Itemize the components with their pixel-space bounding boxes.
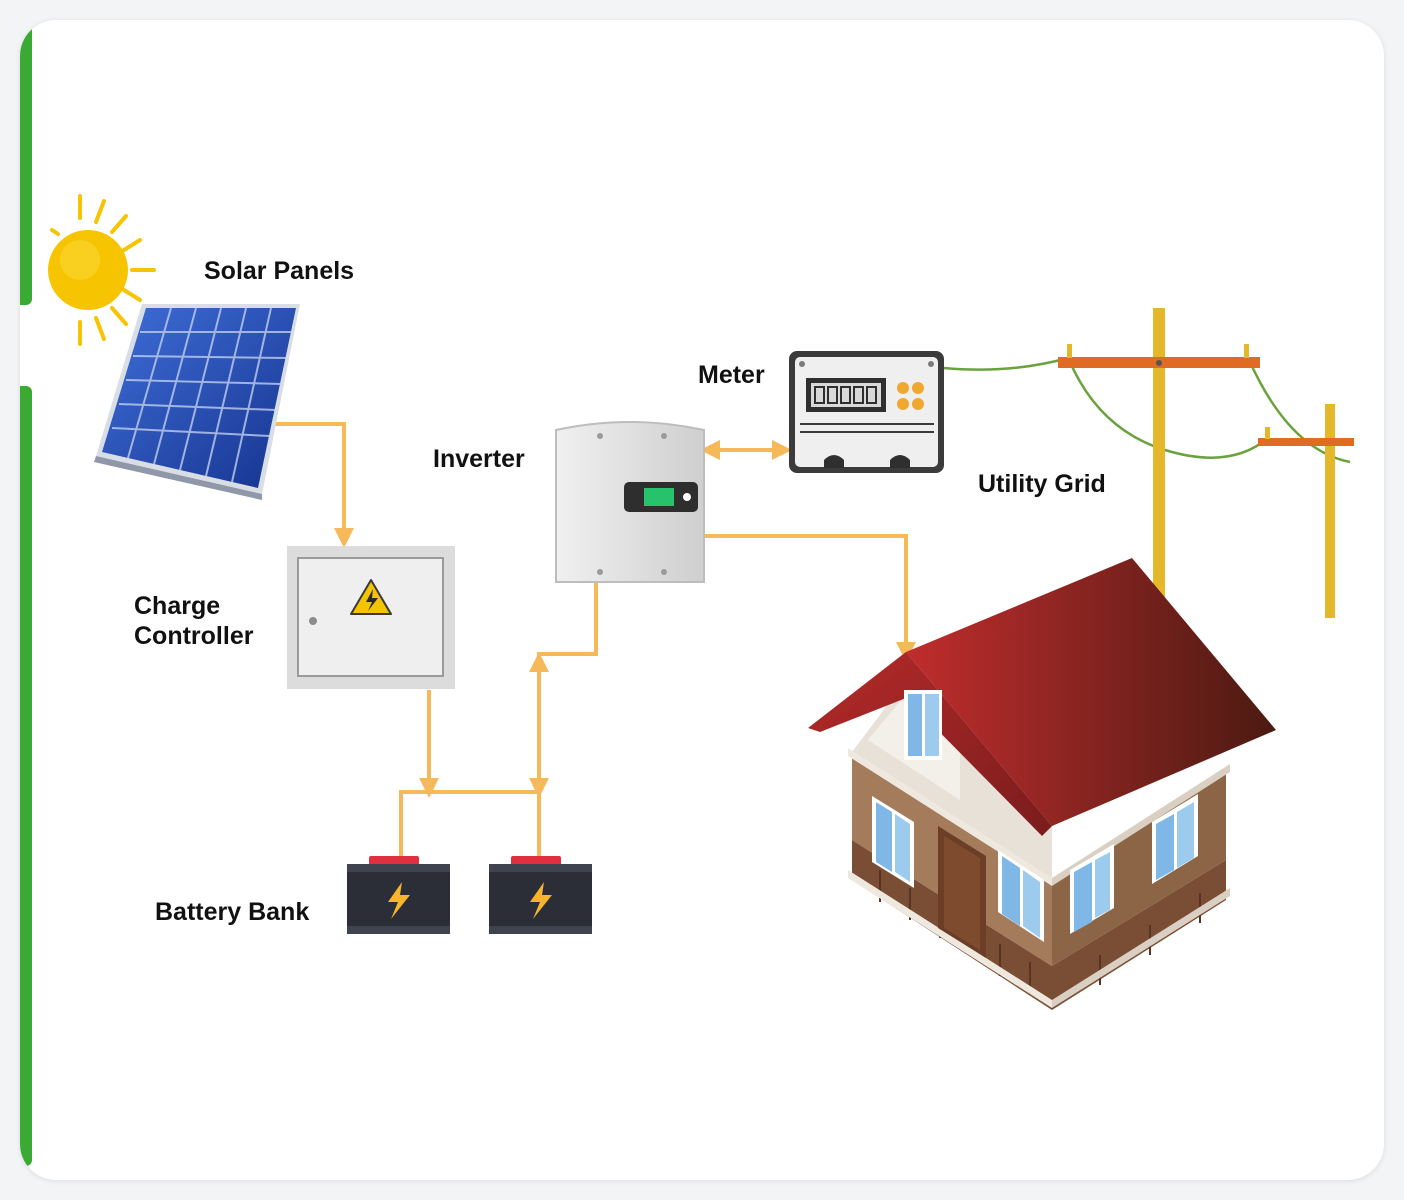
wire-inverter-to-bus <box>529 582 598 798</box>
utility-pole-icon <box>1258 404 1354 618</box>
lightning-bolt-icon <box>388 882 410 919</box>
house-icon <box>808 558 1276 1010</box>
charge-controller-label: Charge Controller <box>134 592 254 650</box>
charge-controller-label-line2: Controller <box>134 622 254 650</box>
utility-pole-icon <box>1058 308 1260 608</box>
wire-panel-to-controller <box>270 422 354 548</box>
wires <box>270 422 916 858</box>
sun-icon <box>48 194 156 346</box>
charge-controller-icon <box>287 546 455 689</box>
solar-system-diagram: Solar Panels Charge Controller In <box>48 194 1354 1010</box>
accent-bar-bottom <box>20 386 32 1166</box>
charge-controller-label-line1: Charge <box>134 592 220 620</box>
utility-grid <box>943 308 1354 618</box>
inverter-icon <box>555 421 705 583</box>
meter-label: Meter <box>698 361 765 389</box>
solar-panels-label: Solar Panels <box>204 257 354 285</box>
meter-icon <box>789 351 944 473</box>
utility-grid-label: Utility Grid <box>978 470 1106 498</box>
high-voltage-warning-icon <box>350 579 392 615</box>
solar-panel-icon <box>94 304 300 500</box>
battery-bank-label: Battery Bank <box>155 898 309 926</box>
battery-icon <box>489 856 592 934</box>
accent-bar-top <box>20 20 32 305</box>
diagram-card: Solar Panels Charge Controller In <box>20 20 1384 1180</box>
inverter-label: Inverter <box>433 445 525 473</box>
lightning-bolt-icon <box>530 882 552 919</box>
battery-icon <box>347 856 450 934</box>
grid-wire-meter <box>943 356 1069 371</box>
wire-inverter-to-house <box>705 534 916 662</box>
grid-wire-1 <box>1068 361 1269 459</box>
wire-battery-bus <box>399 790 541 858</box>
grid-wire-2 <box>1248 361 1351 464</box>
